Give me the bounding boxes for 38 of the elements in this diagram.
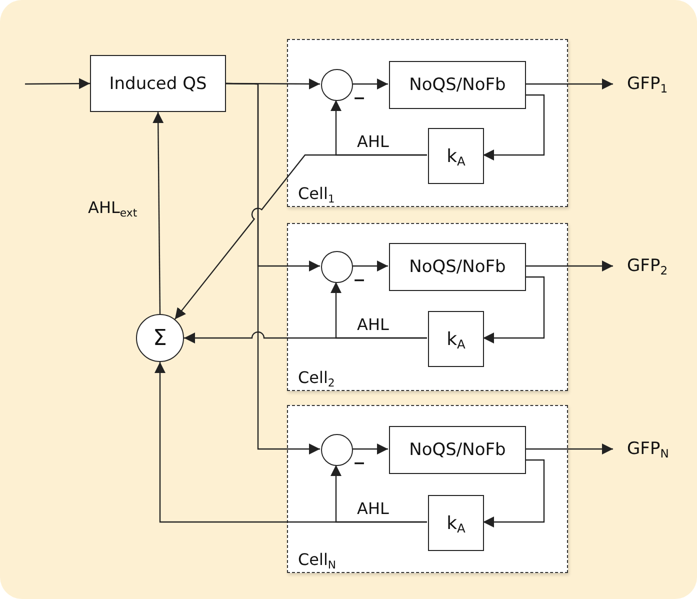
arrow [184, 332, 427, 344]
minus-sign: − [353, 91, 366, 106]
arrow [352, 260, 388, 272]
arrow [152, 112, 164, 314]
cell-label: Cell$_{N}$ [298, 550, 336, 569]
arrow [174, 154, 427, 320]
process-box: Induced QS [90, 55, 226, 112]
arrow [525, 78, 613, 90]
arrow [226, 82, 320, 454]
process-box: k$_{A}$ [428, 495, 484, 551]
minus-sign: − [353, 273, 366, 288]
cell-label: Cell$_{1}$ [298, 184, 335, 203]
process-box: NoQS/NoFb [389, 61, 526, 109]
output-label: GFP$_{N}$ [613, 435, 689, 463]
arrow [154, 362, 427, 523]
summing-junction [321, 434, 353, 466]
output-label: GFP$_{2}$ [613, 252, 689, 280]
arrow [352, 78, 388, 90]
summing-junction [321, 251, 353, 283]
process-box: k$_{A}$ [428, 128, 484, 184]
cell-box [287, 223, 568, 391]
edge-label: AHL$_{ext}$ [86, 198, 140, 218]
cell-label: Cell$_{2}$ [298, 368, 335, 387]
minus-sign: − [353, 456, 366, 471]
arrow [25, 78, 90, 90]
arrow [483, 276, 545, 344]
arrow [352, 444, 388, 454]
cell-box [287, 405, 568, 573]
arrow [525, 444, 613, 454]
process-box: k$_{A}$ [428, 311, 484, 367]
cell-box [287, 39, 568, 207]
arrow [525, 260, 613, 272]
arrow [483, 459, 545, 528]
process-box: NoQS/NoFb [389, 243, 526, 291]
arrow [483, 94, 545, 160]
process-box: NoQS/NoFb [389, 426, 526, 474]
output-label: GFP$_{1}$ [613, 70, 689, 98]
summing-junction [321, 69, 353, 101]
